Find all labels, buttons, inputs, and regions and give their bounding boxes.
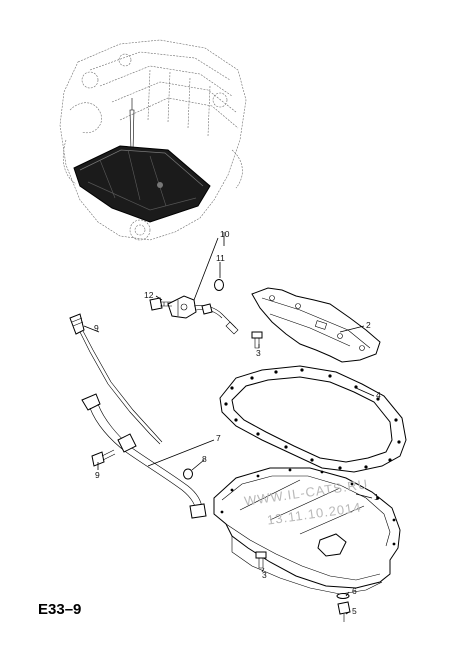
callout-5: 5 — [352, 606, 357, 616]
callout-9: 9 — [95, 470, 100, 480]
bolt-3-upper — [251, 331, 263, 349]
o-ring-8 — [183, 468, 193, 480]
callout-3-upper: 3 — [256, 348, 261, 358]
bolt-9 — [91, 449, 116, 467]
bolt-13 — [149, 297, 172, 311]
dipstick — [69, 313, 163, 445]
callout-6: 6 — [352, 586, 357, 596]
callout-12: 11 — [216, 253, 225, 263]
leader-lines — [83, 232, 375, 615]
engine-assembly-illustration — [59, 39, 247, 241]
callout-4: 4 — [376, 390, 381, 400]
washer-6 — [336, 593, 350, 599]
callout-7: 7 — [216, 433, 221, 443]
callout-10: 9 — [94, 323, 99, 333]
callout-13: 12 — [144, 290, 154, 300]
bolt-3-lower — [255, 551, 267, 569]
oil-pan — [213, 467, 401, 595]
drain-plug-5 — [337, 601, 351, 622]
dipstick-guide-tube — [81, 393, 207, 519]
baffle-plate — [251, 287, 381, 363]
callout-1: 1 — [374, 492, 379, 502]
callout-2: 2 — [366, 320, 371, 330]
o-ring-12 — [214, 279, 224, 291]
callout-8: 8 — [202, 454, 207, 464]
callout-3-lower: 3 — [262, 570, 267, 580]
oil-pan-gasket — [219, 365, 407, 473]
diagram-code: E33–9 — [38, 601, 81, 618]
oil-level-sensor — [167, 295, 239, 335]
callout-11: 10 — [220, 229, 230, 239]
